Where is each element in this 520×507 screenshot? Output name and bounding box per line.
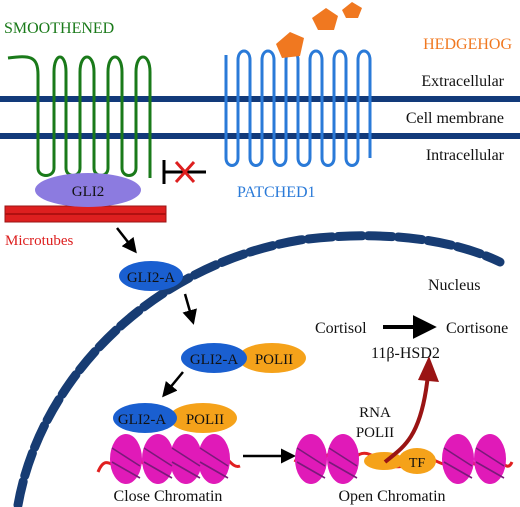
close-chromatin-wraps bbox=[111, 447, 229, 479]
hedgehog-ligand-1 bbox=[276, 32, 304, 58]
smoothened-label: SMOOTHENED bbox=[4, 20, 114, 37]
arrow-complex-to-chromatin bbox=[162, 371, 184, 398]
tf-protein bbox=[398, 448, 436, 474]
histone-close-4 bbox=[198, 434, 230, 484]
nucleus-label: Nucleus bbox=[428, 277, 480, 294]
enzyme-label: 11β-HSD2 bbox=[371, 345, 440, 362]
polii-label-1: POLII bbox=[255, 352, 293, 368]
tf-label: TF bbox=[409, 456, 426, 471]
polii-label-2: POLII bbox=[186, 412, 224, 428]
gli2a-label-3: GLI2-A bbox=[118, 412, 166, 428]
patched1-label: PATCHED1 bbox=[237, 184, 316, 201]
histone-open-1 bbox=[295, 434, 327, 484]
extracellular-label: Extracellular bbox=[421, 73, 504, 90]
rna-polii-label: POLII bbox=[356, 425, 394, 441]
intracellular-label: Intracellular bbox=[426, 147, 505, 164]
rna-label: RNA bbox=[359, 405, 391, 421]
polii-protein-2 bbox=[169, 403, 237, 433]
open-chromatin-label: Open Chromatin bbox=[338, 488, 445, 505]
open-chromatin-group bbox=[293, 434, 514, 484]
gli2-protein bbox=[35, 173, 141, 207]
hedgehog-label: HEDGEHOG bbox=[423, 36, 512, 53]
close-chromatin-group bbox=[96, 434, 241, 484]
histone-open-4 bbox=[474, 434, 506, 484]
arrow-gli2a-to-complex bbox=[182, 293, 197, 325]
histone-open-3 bbox=[442, 434, 474, 484]
transcription-arrowhead bbox=[418, 356, 439, 382]
gli2a-label-1: GLI2-A bbox=[127, 270, 175, 286]
gli2a-protein-1 bbox=[119, 261, 183, 291]
transcription-arrow bbox=[383, 375, 430, 464]
cortisone-label: Cortisone bbox=[446, 320, 508, 337]
inhibition-cross-2 bbox=[174, 160, 196, 184]
gli2a-label-2: GLI2-A bbox=[190, 352, 238, 368]
gli2-label: GLI2 bbox=[72, 184, 105, 200]
histone-open-2 bbox=[327, 434, 359, 484]
cell-membrane-label: Cell membrane bbox=[406, 110, 504, 127]
histone-close-1 bbox=[110, 434, 142, 484]
hedgehog-ligand-3 bbox=[342, 2, 362, 18]
microtubes-label: Microtubes bbox=[5, 233, 73, 249]
polii-protein-1 bbox=[238, 343, 306, 373]
gli2a-protein-2 bbox=[181, 343, 247, 373]
hedgehog-ligand-2 bbox=[312, 8, 338, 30]
gli2a-protein-3 bbox=[113, 403, 177, 433]
histone-close-2 bbox=[142, 434, 174, 484]
open-chromatin-wraps bbox=[296, 447, 505, 479]
patched1-receptor bbox=[224, 49, 372, 167]
histone-close-3 bbox=[170, 434, 202, 484]
nucleus-envelope bbox=[13, 231, 505, 507]
cortisol-label: Cortisol bbox=[315, 320, 367, 337]
arrow-microtubes-to-gli2a bbox=[116, 227, 137, 254]
smoothened-receptor bbox=[7, 55, 152, 178]
close-chromatin-label: Close Chromatin bbox=[114, 488, 223, 505]
